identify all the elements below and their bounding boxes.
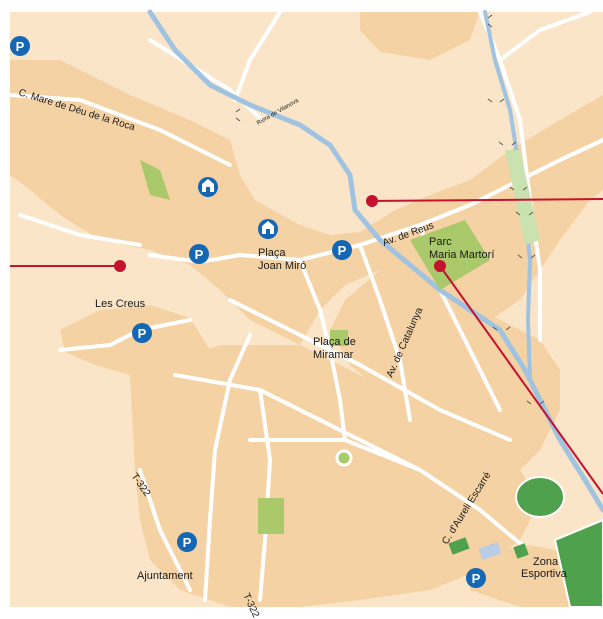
zona-esportiva-label-1: Zona bbox=[533, 556, 559, 568]
svg-text:P: P bbox=[195, 247, 204, 262]
zona-esportiva-label-2: Esportiva bbox=[521, 568, 568, 580]
river-green-strip bbox=[505, 150, 540, 245]
parking-icon[interactable]: P bbox=[466, 568, 486, 588]
marker-dot-les-creus[interactable] bbox=[114, 260, 126, 272]
marker-lines bbox=[10, 195, 603, 495]
park-miramar bbox=[330, 330, 348, 346]
park-northwest bbox=[140, 160, 170, 200]
parking-icon[interactable]: P bbox=[177, 532, 197, 552]
building-icon[interactable] bbox=[258, 219, 278, 239]
svg-text:P: P bbox=[472, 571, 481, 586]
bridges bbox=[235, 14, 545, 405]
svg-text:P: P bbox=[338, 243, 347, 258]
svg-text:P: P bbox=[183, 535, 192, 550]
roundabout bbox=[335, 449, 353, 467]
marker-dot-av-reus[interactable] bbox=[366, 195, 378, 207]
sports-zone[interactable] bbox=[448, 476, 603, 608]
parking-icon[interactable]: P bbox=[189, 244, 209, 264]
park-small-south bbox=[258, 498, 284, 534]
parking-icon[interactable]: P bbox=[132, 323, 152, 343]
building-icon[interactable] bbox=[198, 177, 218, 197]
ajuntament-label: Ajuntament bbox=[137, 570, 193, 582]
placa-joan-miro-label-2: Joan Miró bbox=[258, 260, 306, 272]
parc-label-2: Maria Martorí bbox=[429, 249, 494, 261]
park-maria-martori[interactable] bbox=[410, 220, 490, 290]
parking-icon[interactable]: P bbox=[332, 240, 352, 260]
blocks-south bbox=[130, 345, 540, 607]
parking-icons: P P P P P P bbox=[10, 36, 486, 588]
blocks-northeast bbox=[360, 12, 480, 60]
marker-dot-parc[interactable] bbox=[434, 260, 446, 272]
marker-line-parc bbox=[439, 265, 603, 495]
marker-line-av-reus bbox=[371, 198, 603, 202]
les-creus-label: Les Creus bbox=[95, 298, 146, 310]
parc-label-1: Parc bbox=[429, 236, 452, 248]
svg-text:P: P bbox=[16, 39, 25, 54]
placa-miramar-label-2: Miramar bbox=[313, 349, 354, 361]
placa-joan-miro-label-1: Plaça bbox=[258, 247, 286, 259]
roads bbox=[8, 10, 603, 609]
parking-icon[interactable]: P bbox=[10, 36, 30, 56]
placa-miramar-label-1: Plaça de bbox=[313, 336, 356, 348]
svg-text:P: P bbox=[138, 326, 147, 341]
